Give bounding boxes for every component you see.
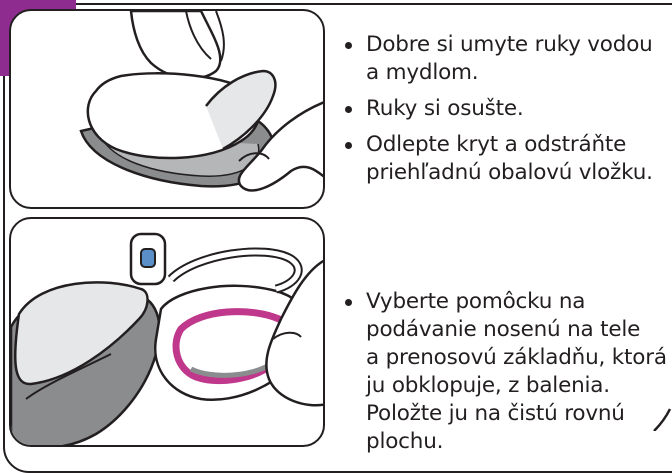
instruction-wash-hands: Dobre si umyte ruky vodou a mydlom. [339,31,672,87]
instructions-list-top: Dobre si umyte ruky vodou a mydlom. Ruky… [339,31,672,195]
illustration-peel-cover [9,9,325,209]
remove-device-illustration [11,219,325,447]
card-corner-curve [652,407,672,431]
peel-cover-illustration [11,11,325,209]
instruction-peel-cover: Odlepte kryt a odstráňte priehľadnú obal… [339,131,672,187]
instruction-dry-hands: Ruky si osušte. [339,95,672,123]
instructions-list-bottom: Vyberte pomôcku na podávanie nosenú na t… [339,288,672,464]
illustration-remove-device [9,217,325,447]
